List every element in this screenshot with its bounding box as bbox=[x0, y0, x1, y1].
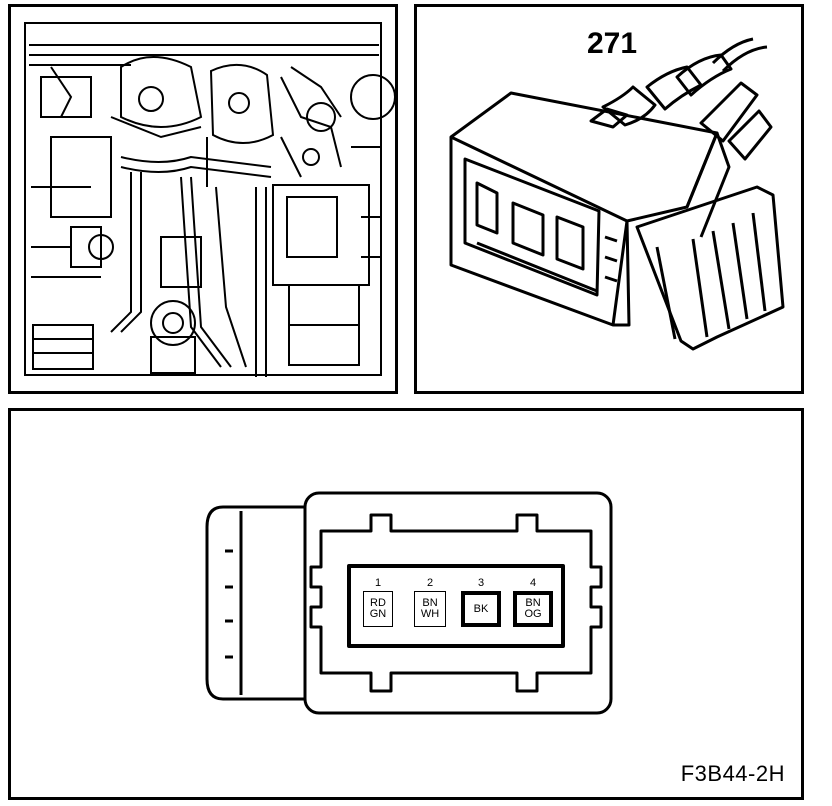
wire-color-code: BN bbox=[525, 597, 541, 609]
connector-3d-drawing bbox=[449, 37, 785, 351]
figure-code: F3B44-2H bbox=[680, 761, 785, 786]
connector-face-drawing bbox=[205, 491, 613, 715]
pin-number: 1 bbox=[374, 577, 382, 589]
wire-color-code: WH bbox=[420, 608, 440, 620]
engine-bay-drawing bbox=[24, 22, 395, 377]
pin-cell: BN OG bbox=[513, 591, 553, 627]
connector-id-label: 271 bbox=[587, 27, 638, 60]
pin-number: 3 bbox=[477, 577, 485, 589]
wire-color-code: GN bbox=[369, 608, 387, 620]
pin-cell: BN WH bbox=[414, 591, 446, 627]
pin-cell: RD GN bbox=[363, 591, 393, 627]
connector-3d-illustration: 271 bbox=[414, 4, 804, 394]
pin-cell: BK bbox=[461, 591, 501, 627]
wire-color-code: RD bbox=[370, 597, 386, 609]
wire-color-code: BK bbox=[473, 602, 489, 615]
pin-number: 4 bbox=[529, 577, 537, 589]
wire-color-code: OG bbox=[524, 608, 542, 620]
pin-number: 2 bbox=[426, 577, 434, 589]
wire-color-code: BN bbox=[422, 597, 438, 609]
engine-bay-illustration bbox=[8, 4, 398, 394]
connector-pinout-panel: 1 RD GN 2 BN WH 3 BK 4 BN OG F3B44-2H bbox=[8, 408, 804, 800]
